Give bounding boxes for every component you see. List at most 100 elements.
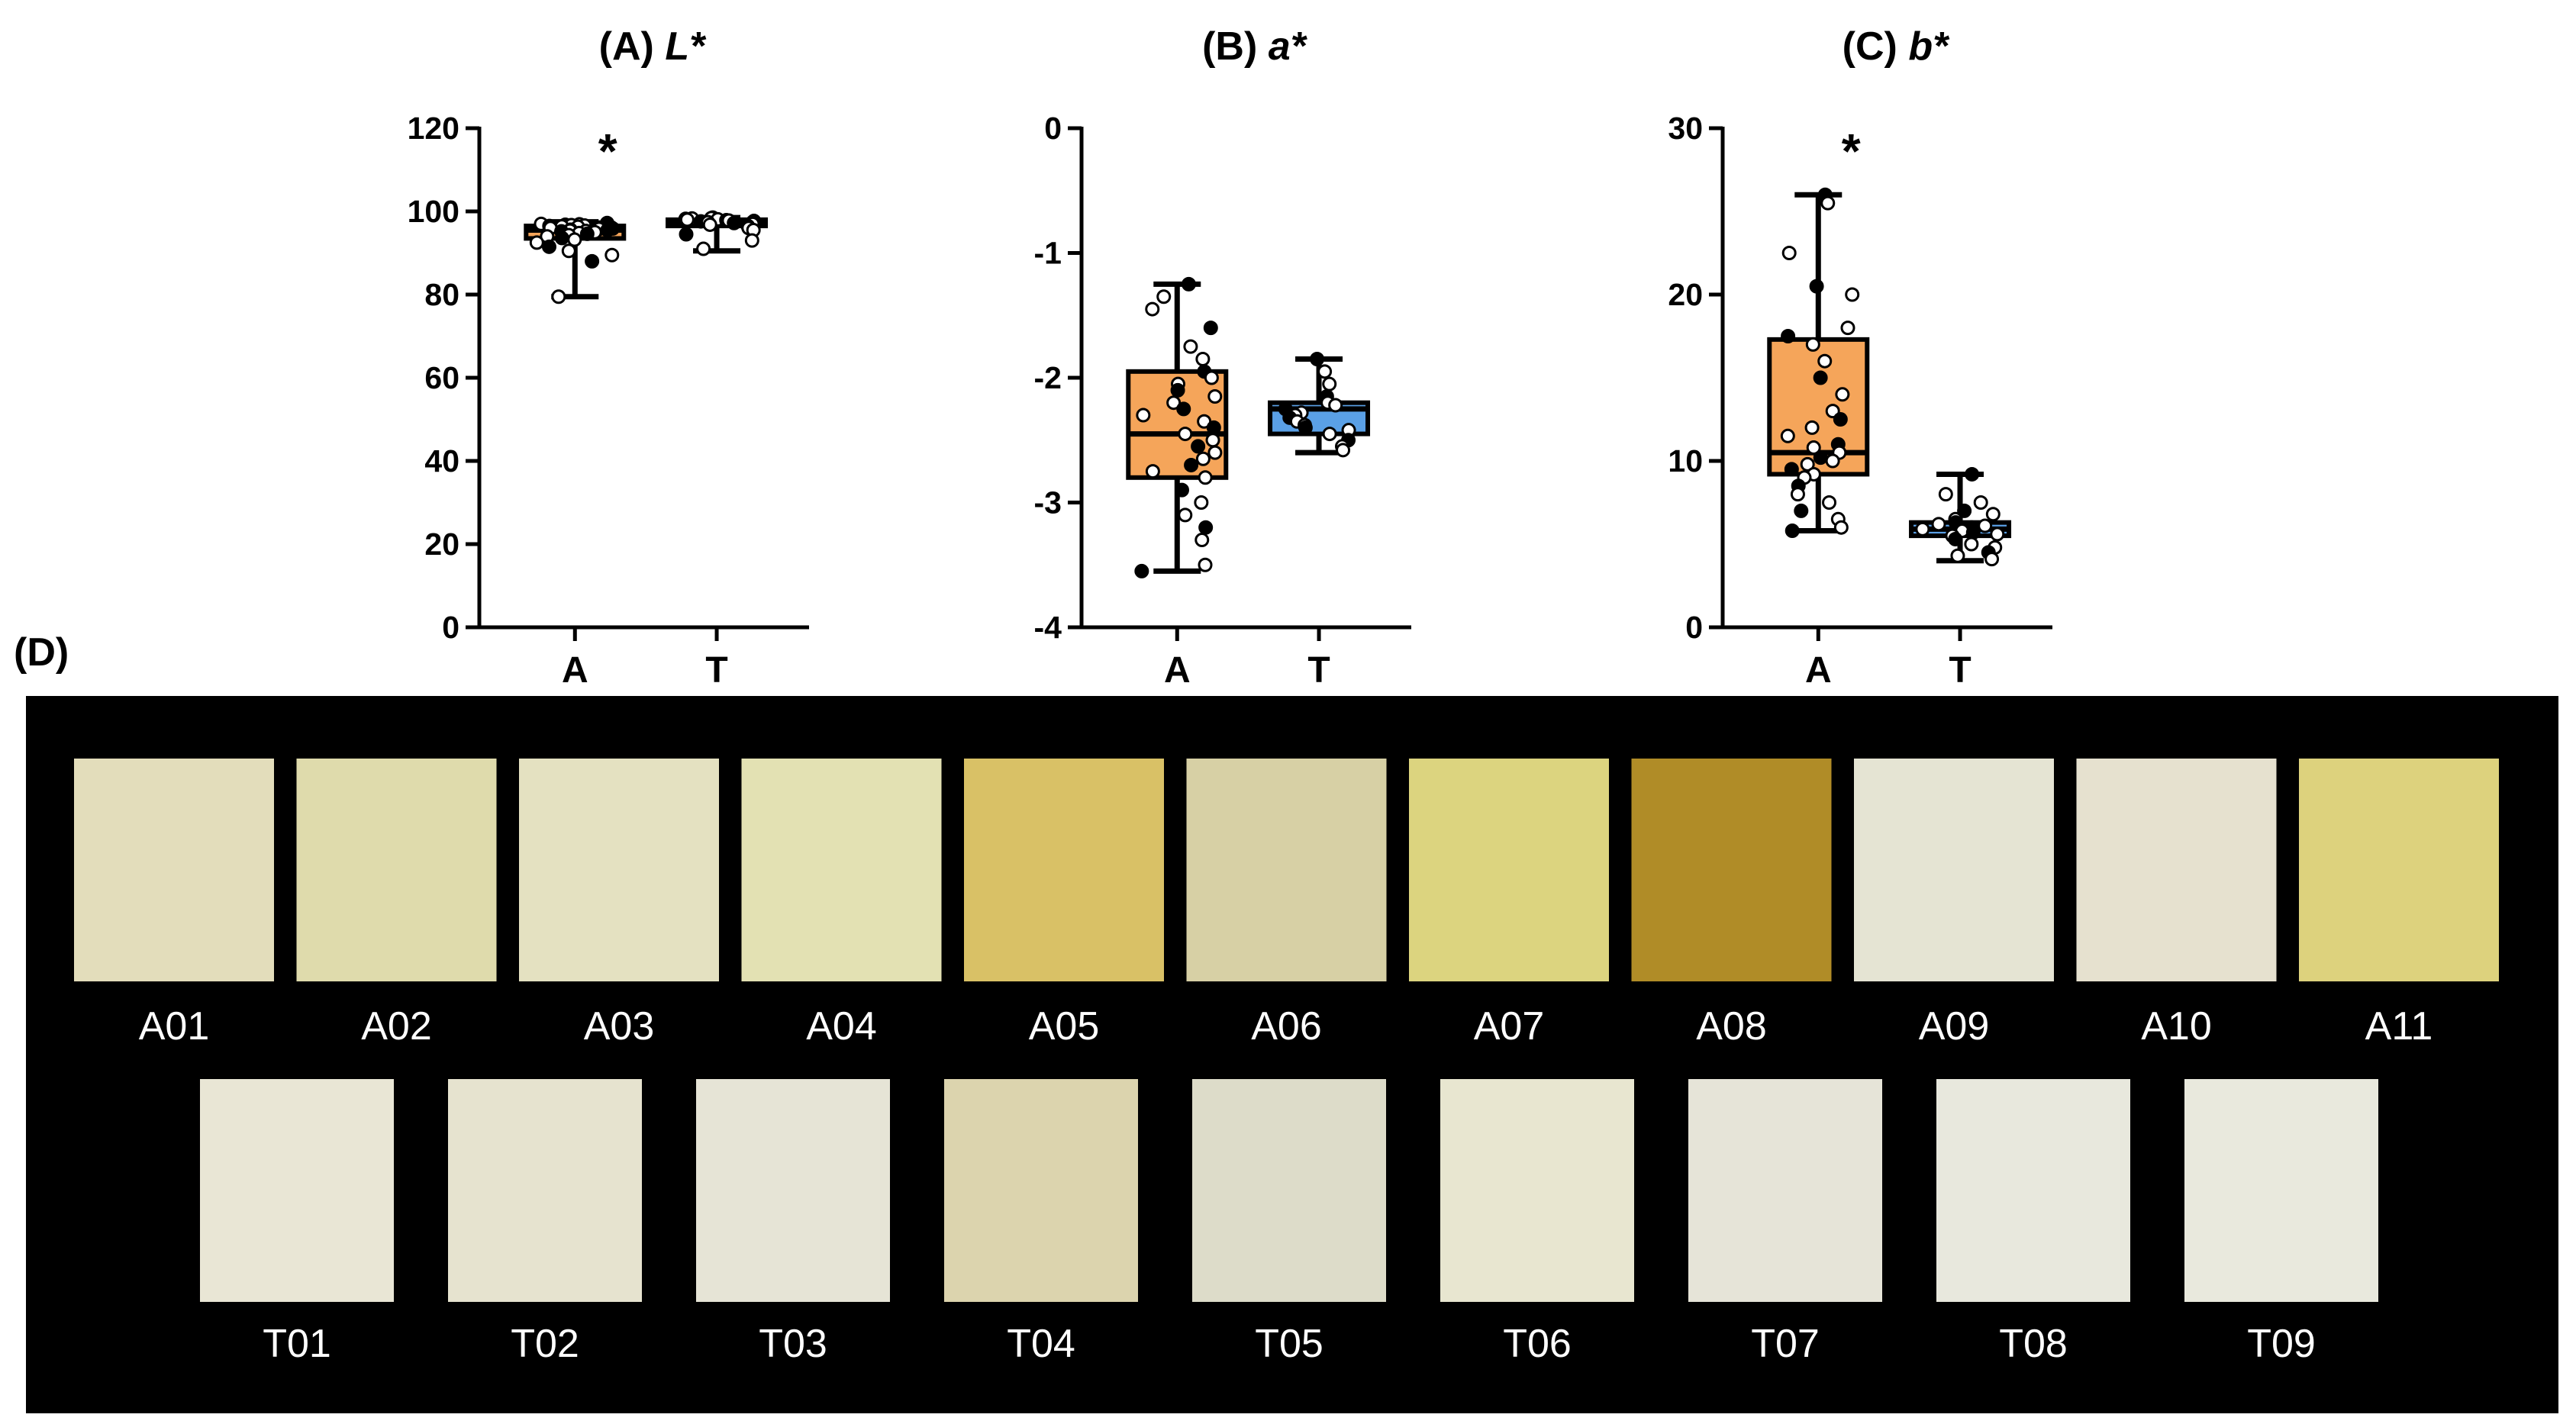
data-point bbox=[727, 215, 742, 230]
data-point bbox=[1336, 443, 1351, 458]
data-point bbox=[679, 212, 695, 227]
color-swatch bbox=[1440, 1079, 1634, 1302]
swatch-label: T06 bbox=[1503, 1322, 1572, 1366]
data-point bbox=[1780, 428, 1795, 443]
y-tick-label: 100 bbox=[408, 194, 459, 229]
data-point bbox=[1781, 246, 1797, 260]
data-point bbox=[1845, 287, 1860, 302]
data-point bbox=[1840, 321, 1855, 336]
data-point bbox=[1328, 398, 1343, 413]
data-point bbox=[1931, 517, 1946, 532]
data-point bbox=[1298, 420, 1313, 435]
swatch-label: A04 bbox=[806, 1004, 877, 1049]
swatch-label: T08 bbox=[1999, 1322, 2068, 1366]
swatch-label: T01 bbox=[263, 1322, 331, 1366]
data-point bbox=[1984, 552, 2000, 567]
data-point bbox=[1317, 364, 1333, 379]
data-point bbox=[1198, 557, 1213, 572]
y-tick-label: -4 bbox=[1034, 610, 1062, 645]
data-point bbox=[744, 233, 759, 248]
box-a bbox=[1126, 276, 1229, 578]
color-swatch bbox=[1688, 1079, 1882, 1302]
data-point bbox=[1134, 563, 1149, 578]
data-point bbox=[1809, 279, 1824, 294]
x-tick-label: A bbox=[562, 650, 588, 691]
panel-title: (C) b* bbox=[1843, 24, 1950, 69]
x-tick-label: T bbox=[705, 650, 727, 691]
color-swatch bbox=[2299, 759, 2499, 981]
color-swatch bbox=[74, 759, 274, 981]
swatch-label: A09 bbox=[1919, 1004, 1990, 1049]
y-tick-label: 0 bbox=[1044, 111, 1062, 146]
data-point bbox=[1813, 370, 1828, 385]
data-point bbox=[1194, 495, 1209, 510]
swatch-label: A11 bbox=[2365, 1004, 2433, 1049]
y-tick-label: 0 bbox=[1685, 610, 1703, 645]
y-tick-label: 30 bbox=[1668, 111, 1703, 146]
data-point bbox=[1156, 289, 1172, 304]
data-point bbox=[1938, 487, 1953, 502]
swatch-label: A01 bbox=[139, 1004, 210, 1049]
panel-title: (A) L* bbox=[599, 24, 707, 69]
data-point bbox=[1181, 276, 1196, 292]
data-point bbox=[1198, 470, 1213, 485]
x-tick-label: A bbox=[1164, 650, 1191, 691]
panel-title-prefix: (A) bbox=[599, 24, 666, 69]
panel-title-prefix: (B) bbox=[1202, 24, 1269, 69]
color-swatch bbox=[1409, 759, 1609, 981]
color-swatch bbox=[1192, 1079, 1386, 1302]
box-t bbox=[1909, 466, 2012, 567]
data-point bbox=[1800, 456, 1815, 472]
data-point bbox=[1178, 507, 1193, 523]
significance-marker: * bbox=[1842, 124, 1861, 179]
panel-title-variable: a* bbox=[1269, 24, 1308, 69]
data-point bbox=[1205, 433, 1220, 448]
color-swatch bbox=[448, 1079, 642, 1302]
data-point bbox=[1204, 370, 1219, 385]
data-point bbox=[1813, 450, 1828, 466]
data-point bbox=[1950, 548, 1965, 563]
x-tick-label: A bbox=[1805, 650, 1832, 691]
color-swatch bbox=[1854, 759, 2054, 981]
color-swatch bbox=[200, 1079, 394, 1302]
data-point bbox=[1957, 503, 1972, 518]
data-point bbox=[1915, 521, 1930, 536]
color-swatch bbox=[741, 759, 942, 981]
data-point bbox=[1322, 427, 1337, 442]
significance-marker: * bbox=[598, 124, 617, 179]
data-point bbox=[1784, 462, 1799, 477]
y-tick-label: 80 bbox=[424, 277, 459, 312]
y-tick-label: -1 bbox=[1034, 236, 1062, 271]
box-a bbox=[1767, 187, 1870, 539]
color-swatch bbox=[519, 759, 719, 981]
color-swatch bbox=[696, 1079, 890, 1302]
data-point bbox=[1195, 533, 1210, 548]
swatch-label: T04 bbox=[1007, 1322, 1075, 1366]
data-point bbox=[1973, 495, 1988, 510]
data-point bbox=[1170, 382, 1185, 398]
data-point bbox=[702, 217, 717, 232]
data-point bbox=[1183, 339, 1198, 354]
data-point bbox=[1207, 445, 1223, 460]
y-tick-label: -2 bbox=[1034, 360, 1062, 395]
color-swatch bbox=[1186, 759, 1387, 981]
data-point bbox=[541, 239, 556, 254]
color-swatch bbox=[1631, 759, 1832, 981]
data-point bbox=[1166, 395, 1182, 411]
swatch-label: A06 bbox=[1251, 1004, 1322, 1049]
swatch-label: A02 bbox=[361, 1004, 432, 1049]
swatch-label: T05 bbox=[1255, 1322, 1323, 1366]
panel-title-prefix: (C) bbox=[1843, 24, 1909, 69]
y-tick-label: 20 bbox=[424, 527, 459, 562]
data-point bbox=[585, 253, 600, 269]
data-point bbox=[1817, 353, 1833, 369]
swatch-label: A07 bbox=[1474, 1004, 1545, 1049]
y-tick-label: 20 bbox=[1668, 277, 1703, 312]
color-swatch bbox=[1936, 1079, 2130, 1302]
data-point bbox=[1990, 527, 2005, 542]
swatch-label: A03 bbox=[584, 1004, 655, 1049]
data-point bbox=[1145, 464, 1160, 479]
